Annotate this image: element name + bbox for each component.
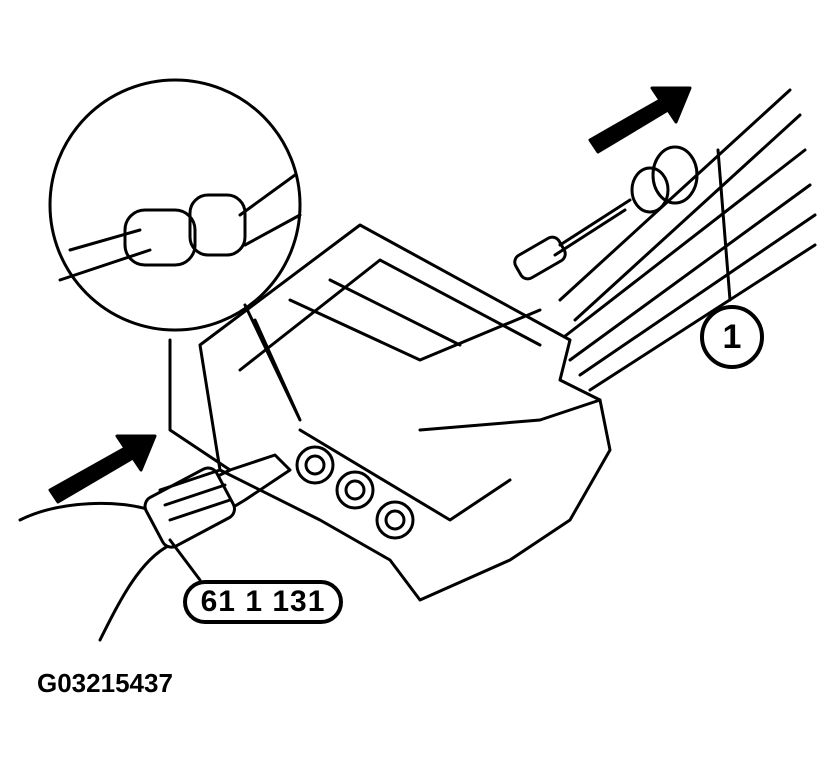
figure-id: G03215437 — [37, 668, 173, 698]
connector-housing — [168, 223, 612, 602]
tool-number-label: 61 1 131 — [183, 580, 343, 624]
callout-1: 1 — [700, 305, 764, 369]
pull-direction-arrow-right — [588, 86, 692, 154]
callout-leader-line — [716, 148, 732, 302]
terminal-pin — [513, 145, 699, 281]
magnified-pin-detail — [48, 78, 302, 422]
push-direction-arrow-left — [48, 434, 157, 504]
wiring-harness — [558, 88, 817, 392]
release-tool — [18, 453, 292, 642]
